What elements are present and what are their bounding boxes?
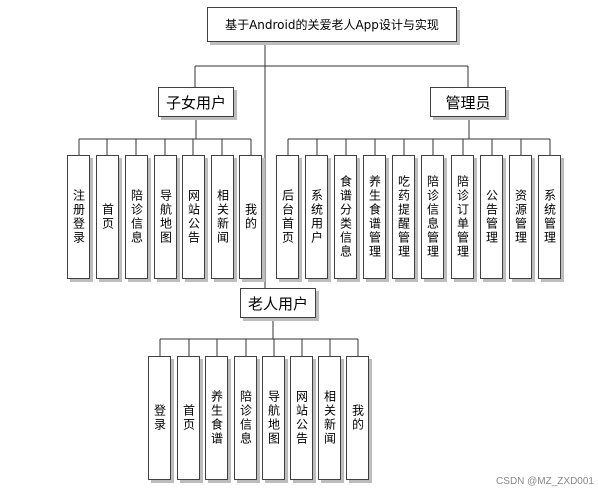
admin-leaf-resource-mgmt: 资源管理 [509, 155, 532, 279]
leaf-label: 首页 [181, 404, 196, 432]
leaf-label: 食谱分类信息 [338, 175, 353, 259]
admin-leaf-notice-mgmt: 公告管理 [480, 155, 503, 279]
leaf-label: 系统管理 [542, 189, 557, 245]
admin-leaf-recipe-mgmt: 养生食谱管理 [363, 155, 386, 279]
elderly-leaf-login: 登录 [148, 356, 171, 480]
admin-leaf-medicine-reminder: 吃药提醒管理 [392, 155, 415, 279]
leaf-label: 导航地图 [158, 189, 173, 245]
admin-leaf-recipe-category: 食谱分类信息 [334, 155, 357, 279]
children-leaf-nav-map: 导航地图 [154, 155, 177, 279]
leaf-label: 陪诊订单管理 [455, 175, 470, 259]
leaf-label: 网站公告 [186, 189, 201, 245]
elderly-leaf-health-recipe: 养生食谱 [205, 356, 228, 480]
root-title-node: 基于Android的关爱老人App设计与实现 [207, 7, 457, 42]
admin-node: 管理员 [430, 87, 506, 117]
admin-leaf-escort-info-mgmt: 陪诊信息管理 [421, 155, 444, 279]
leaf-label: 养生食谱 [209, 390, 224, 446]
children-leaf-escort-info: 陪诊信息 [125, 155, 148, 279]
children-user-label: 子女用户 [165, 93, 226, 112]
leaf-label: 公告管理 [484, 189, 499, 245]
children-leaf-register-login: 注册登录 [67, 155, 90, 279]
elderly-leaf-nav-map: 导航地图 [262, 356, 285, 480]
admin-leaf-system-users: 系统用户 [305, 155, 328, 279]
children-user-node: 子女用户 [158, 87, 234, 117]
leaf-label: 我的 [243, 203, 258, 231]
elderly-user-label: 老人用户 [247, 294, 308, 313]
root-title: 基于Android的关爱老人App设计与实现 [225, 18, 439, 32]
children-leaf-related-news: 相关新闻 [211, 155, 234, 279]
admin-leaf-escort-order-mgmt: 陪诊订单管理 [451, 155, 474, 279]
leaf-label: 陪诊信息 [129, 189, 144, 245]
leaf-label: 注册登录 [71, 189, 86, 245]
leaf-label: 网站公告 [294, 390, 309, 446]
leaf-label: 相关新闻 [322, 390, 337, 446]
children-leaf-mine: 我的 [239, 155, 262, 279]
elderly-user-node: 老人用户 [240, 288, 316, 318]
elderly-leaf-escort-info: 陪诊信息 [234, 356, 257, 480]
children-leaf-site-notice: 网站公告 [182, 155, 205, 279]
elderly-leaf-home: 首页 [177, 356, 200, 480]
leaf-label: 吃药提醒管理 [396, 175, 411, 259]
leaf-label: 资源管理 [513, 189, 528, 245]
leaf-label: 导航地图 [266, 390, 281, 446]
elderly-leaf-site-notice: 网站公告 [290, 356, 313, 480]
leaf-label: 相关新闻 [215, 189, 230, 245]
leaf-label: 我的 [350, 404, 365, 432]
admin-label: 管理员 [445, 93, 491, 112]
leaf-label: 首页 [100, 203, 115, 231]
elderly-leaf-related-news: 相关新闻 [318, 356, 341, 480]
watermark: CSDN @MZ_ZXD001 [496, 476, 594, 487]
admin-leaf-system-mgmt: 系统管理 [538, 155, 561, 279]
leaf-label: 陪诊信息 [238, 390, 253, 446]
children-leaf-home: 首页 [96, 155, 119, 279]
leaf-label: 后台首页 [280, 189, 295, 245]
leaf-label: 登录 [152, 404, 167, 432]
leaf-label: 陪诊信息管理 [425, 175, 440, 259]
elderly-leaf-mine: 我的 [346, 356, 369, 480]
leaf-label: 系统用户 [309, 189, 324, 245]
leaf-label: 养生食谱管理 [367, 175, 382, 259]
admin-leaf-dashboard: 后台首页 [276, 155, 299, 279]
